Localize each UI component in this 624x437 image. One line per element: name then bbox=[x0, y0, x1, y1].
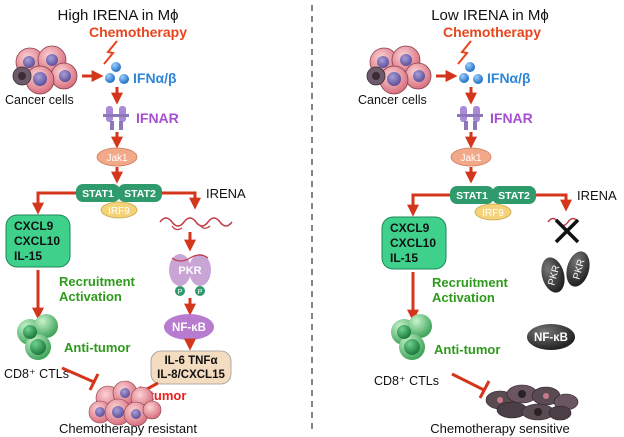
chemokine-cxcl9: CXCL9 bbox=[14, 219, 54, 233]
ifnar-label: IFNAR bbox=[136, 110, 179, 126]
pkr-label-1: PKR bbox=[546, 264, 562, 287]
arrow-stat-to-chemokines bbox=[407, 193, 450, 217]
ifn-molecules-icon bbox=[105, 62, 129, 84]
jak1-node bbox=[96, 147, 138, 167]
pkr-label-2: PKR bbox=[571, 258, 587, 281]
ctls-label: CD8⁺ CTLs bbox=[4, 367, 69, 381]
outcome-label: Chemotherapy resistant bbox=[59, 421, 197, 436]
chemokine-box bbox=[381, 216, 447, 270]
panel-heading: Low IRENA in Mϕ bbox=[431, 7, 549, 24]
phospho-label-1: P bbox=[178, 289, 183, 296]
irf9-label: IRF9 bbox=[482, 208, 504, 219]
cancer-cells-label: Cancer cells bbox=[5, 93, 74, 107]
chemotherapy-label: Chemotherapy bbox=[89, 24, 187, 40]
outcome-label: Chemotherapy sensitive bbox=[430, 421, 569, 436]
cytokines-line1: IL-6 TNFα bbox=[164, 355, 217, 367]
chemokine-il15: IL-15 bbox=[390, 251, 418, 265]
lightning-icon bbox=[103, 40, 118, 65]
jak1-node bbox=[450, 147, 492, 167]
recruitment-label: Recruitment bbox=[432, 275, 509, 290]
nfkb-label: NF-κB bbox=[534, 332, 568, 344]
stat1-label: STAT1 bbox=[82, 188, 114, 200]
irf9-label: IRF9 bbox=[108, 206, 130, 217]
nfkb-label: NF-κB bbox=[172, 322, 206, 334]
arrow-stat-to-chemokines bbox=[32, 191, 76, 215]
arrow-stat-to-irena bbox=[162, 191, 201, 210]
chemotherapy-label: Chemotherapy bbox=[443, 24, 541, 40]
chemokine-box bbox=[5, 214, 71, 268]
cancer-cells-icon bbox=[12, 45, 78, 95]
activation-label: Activation bbox=[59, 289, 122, 304]
nfkb-inactive-node bbox=[527, 324, 575, 350]
ifn-molecules-icon bbox=[459, 62, 483, 84]
arrow-stat-to-irena bbox=[536, 193, 572, 212]
ctl-cells-icon bbox=[391, 314, 432, 360]
activation-label: Activation bbox=[432, 290, 495, 305]
stat1-label: STAT1 bbox=[456, 190, 488, 202]
anti-tumor-label: Anti-tumor bbox=[434, 342, 500, 357]
irena-label: IRENA bbox=[206, 186, 246, 201]
inhibition-ctl-to-tumor bbox=[451, 372, 485, 392]
anti-tumor-label: Anti-tumor bbox=[64, 340, 130, 355]
chemokine-cxcl10: CXCL10 bbox=[14, 234, 60, 248]
stat2-label: STAT2 bbox=[124, 188, 156, 200]
panel-high-irena: High IRENA in Mϕ Chemotherapy Cancer cel… bbox=[4, 7, 246, 436]
pkr-inactive-icon: PKR PKR bbox=[541, 251, 590, 293]
phospho-label-2: P bbox=[198, 289, 203, 296]
jak1-label: Jak1 bbox=[106, 153, 128, 164]
ifn-label: IFNα/β bbox=[133, 70, 177, 86]
pkr-dimer: PKR P P bbox=[169, 254, 211, 296]
ifnar-receptor-icon bbox=[103, 106, 129, 130]
cytokines-line2: IL-8/CXCL15 bbox=[157, 369, 225, 381]
irena-rna-icon bbox=[159, 217, 233, 227]
tumor-cells-icon bbox=[88, 380, 162, 427]
panel-heading: High IRENA in Mϕ bbox=[58, 7, 179, 24]
nfkb-node bbox=[164, 314, 214, 340]
x-mark-icon bbox=[554, 218, 580, 244]
chemokine-cxcl10: CXCL10 bbox=[390, 236, 436, 250]
ifn-label: IFNα/β bbox=[487, 70, 531, 86]
jak1-label: Jak1 bbox=[460, 153, 482, 164]
stat2-label: STAT2 bbox=[498, 190, 530, 202]
lightning-icon bbox=[457, 40, 472, 65]
cytokine-box bbox=[150, 350, 232, 385]
stat-complex: STAT1 STAT2 IRF9 bbox=[76, 184, 162, 219]
cancer-cells-label: Cancer cells bbox=[358, 93, 427, 107]
ctls-label: CD8⁺ CTLs bbox=[374, 374, 439, 388]
chemokine-cxcl9: CXCL9 bbox=[390, 221, 430, 235]
panel-low-irena: Low IRENA in Mϕ Chemotherapy Cancer cell… bbox=[358, 7, 617, 436]
chemokine-il15: IL-15 bbox=[14, 249, 42, 263]
inhibition-ctl-to-tumor bbox=[61, 366, 95, 384]
stat-complex: STAT1 STAT2 IRF9 bbox=[450, 186, 536, 221]
ctl-cells-icon bbox=[17, 314, 58, 360]
pkr-label: PKR bbox=[178, 265, 201, 277]
irena-label: IRENA bbox=[577, 188, 617, 203]
recruitment-label: Recruitment bbox=[59, 274, 136, 289]
ifnar-receptor-icon bbox=[457, 106, 483, 130]
dead-tumor-cells-icon bbox=[485, 384, 579, 421]
cancer-cells-icon bbox=[366, 45, 432, 95]
ifnar-label: IFNAR bbox=[490, 110, 533, 126]
